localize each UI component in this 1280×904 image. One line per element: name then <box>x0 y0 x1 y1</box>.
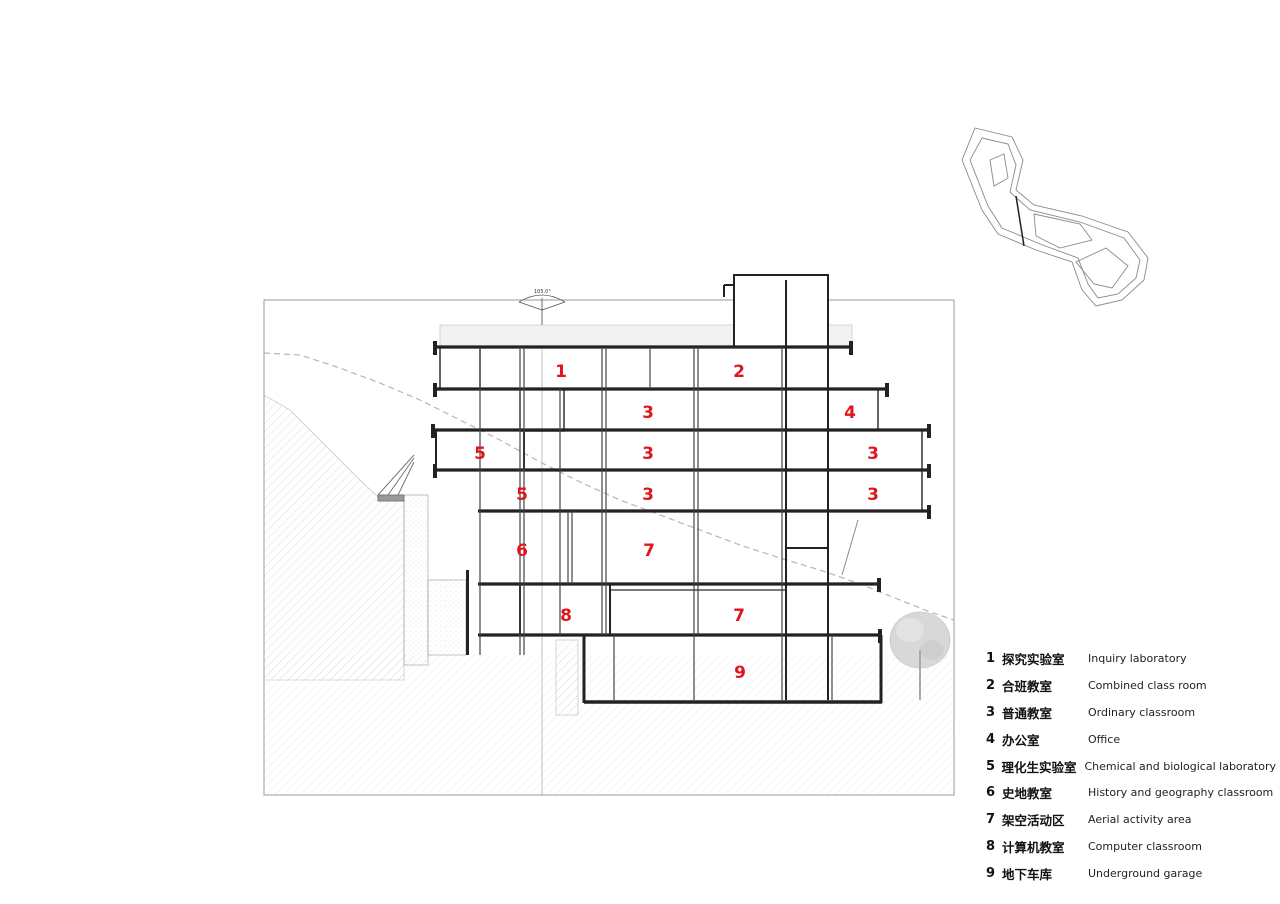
legend-number: 8 <box>986 839 996 855</box>
legend-english-label: Chemical and biological laboratory <box>1084 759 1276 773</box>
legend-english-label: Ordinary classroom <box>1088 705 1196 719</box>
legend-item: 9 地下车库 Underground garage <box>986 860 1276 887</box>
room-label-2: 2 <box>733 362 745 382</box>
legend-item: 2 合班教室 Combined class room <box>986 672 1276 699</box>
legend-chinese-label: 史地教室 <box>1002 786 1053 802</box>
room-label-3: 3 <box>642 444 654 464</box>
room-label-4: 4 <box>844 403 856 423</box>
angle-label: 105.0° <box>534 289 551 295</box>
legend-number: 3 <box>986 704 996 720</box>
legend-english-label: Combined class room <box>1088 678 1207 692</box>
legend-chinese-label: 办公室 <box>1002 732 1040 748</box>
room-label-5: 5 <box>516 485 528 505</box>
crane-icon <box>377 454 415 502</box>
legend-item: 3 普通教室 Ordinary classroom <box>986 699 1276 726</box>
legend-chinese-label: 计算机教室 <box>1002 840 1065 856</box>
legend-item: 6 史地教室 History and geography classroom <box>986 779 1276 806</box>
legend-item: 8 计算机教室 Computer classroom <box>986 833 1276 860</box>
legend: 1 探究实验室 Inquiry laboratory 2 合班教室 Combin… <box>986 645 1276 887</box>
room-labels: 1 2 3 4 5 3 3 5 3 3 6 7 8 7 9 <box>474 362 879 683</box>
legend-chinese-label: 架空活动区 <box>1002 813 1065 829</box>
room-label-3: 3 <box>867 485 879 505</box>
legend-number: 6 <box>986 785 996 801</box>
legend-item: 7 架空活动区 Aerial activity area <box>986 806 1276 833</box>
legend-item: 5 理化生实验室 Chemical and biological laborat… <box>986 753 1276 780</box>
ground-section <box>263 299 955 796</box>
tree-icon <box>889 611 951 700</box>
legend-number: 4 <box>986 731 996 747</box>
legend-number: 1 <box>986 650 996 666</box>
legend-chinese-label: 探究实验室 <box>1002 651 1065 667</box>
building-section <box>431 274 931 704</box>
legend-number: 7 <box>986 812 996 828</box>
legend-english-label: Underground garage <box>1088 867 1203 881</box>
room-label-7: 7 <box>643 541 655 561</box>
legend-chinese-label: 合班教室 <box>1002 678 1053 694</box>
legend-item: 1 探究实验室 Inquiry laboratory <box>986 645 1276 672</box>
legend-english-label: Computer classroom <box>1088 840 1202 854</box>
room-label-3: 3 <box>642 485 654 505</box>
room-label-9: 9 <box>734 663 746 683</box>
room-label-5: 5 <box>474 444 486 464</box>
legend-chinese-label: 地下车库 <box>1002 867 1053 883</box>
room-label-1: 1 <box>555 362 567 382</box>
room-label-8: 8 <box>560 606 572 626</box>
room-label-3: 3 <box>642 403 654 423</box>
legend-number: 2 <box>986 677 996 693</box>
legend-chinese-label: 普通教室 <box>1002 705 1053 721</box>
key-plan-icon <box>961 127 1149 307</box>
legend-number: 5 <box>986 758 996 774</box>
legend-english-label: Office <box>1088 732 1121 746</box>
room-label-6: 6 <box>516 541 528 561</box>
legend-english-label: History and geography classroom <box>1088 786 1274 800</box>
legend-chinese-label: 理化生实验室 <box>1001 759 1077 775</box>
legend-number: 9 <box>986 866 996 882</box>
legend-item: 4 办公室 Office <box>986 726 1276 753</box>
room-label-3: 3 <box>867 444 879 464</box>
room-label-7: 7 <box>733 606 745 626</box>
legend-english-label: Aerial activity area <box>1088 813 1192 827</box>
legend-english-label: Inquiry laboratory <box>1088 651 1187 665</box>
